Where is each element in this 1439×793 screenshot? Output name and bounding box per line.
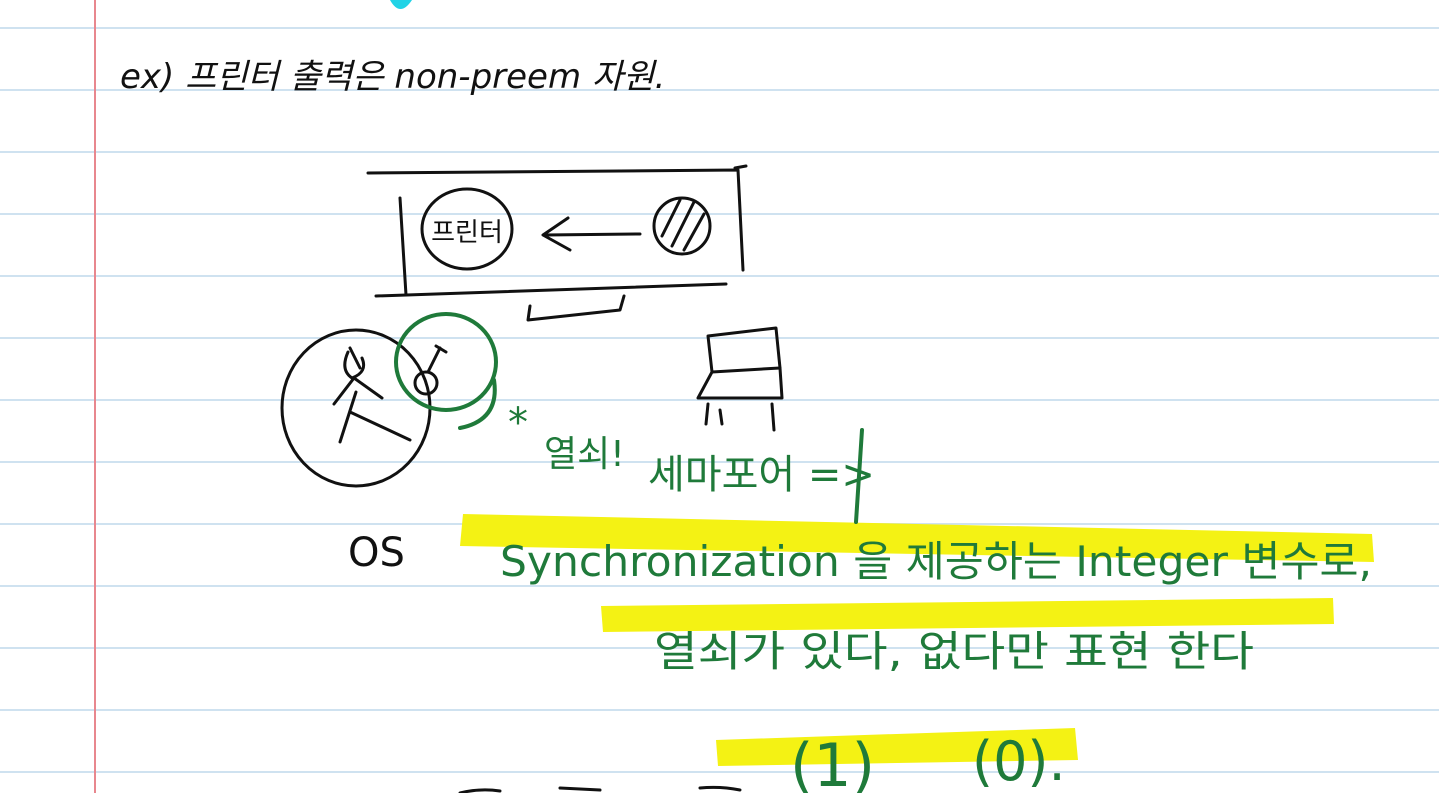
semaphore-arrow-stroke [854, 428, 864, 524]
chair-icon [696, 326, 784, 432]
key-icon [394, 312, 498, 430]
definition-line-2: 열쇠가 있다, 없다만 표현 한다 [654, 627, 1254, 676]
lock-label: 열쇠! [544, 434, 625, 475]
highlight-line1 [460, 514, 1374, 562]
person-icon [280, 328, 432, 488]
asterisk-marker: * [508, 400, 528, 446]
semaphore-label: 세마포어 => [648, 452, 875, 498]
highlight-values [716, 728, 1078, 766]
definition-line-1: Synchronization 을 제공하는 Integer 변수로, [500, 537, 1372, 586]
printer-circle: 프린터 [420, 187, 514, 271]
value-zero: (0). [972, 730, 1066, 793]
hatched-circle-icon [652, 196, 712, 256]
value-one: (1) [790, 731, 875, 793]
svg-text:프린터: 프린터 [431, 218, 503, 248]
os-label: OS [348, 530, 405, 576]
bottom-scribble [458, 785, 742, 793]
heading: ex) 프린터 출력은 non-preem 자원. [120, 57, 665, 97]
margin-line [94, 0, 96, 793]
monitor-icon [366, 164, 748, 322]
arrow-left-icon [541, 216, 642, 252]
highlight-line2 [601, 598, 1334, 632]
top-mark [390, 0, 412, 9]
